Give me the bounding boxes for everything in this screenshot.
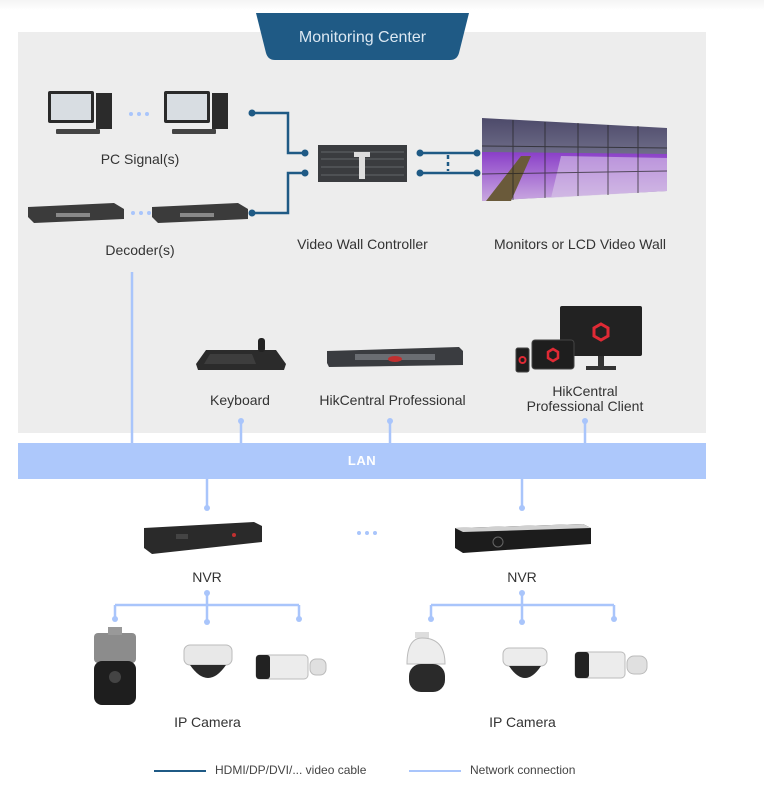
legend-network-label: Network connection bbox=[470, 763, 576, 777]
rack-server-icon bbox=[327, 347, 463, 367]
desktop-computer-icon bbox=[48, 91, 112, 134]
pc-signal-icons bbox=[48, 91, 228, 134]
top-fade bbox=[0, 0, 764, 10]
video-wall-icon bbox=[481, 118, 668, 201]
bullet-camera-icon bbox=[255, 654, 327, 680]
legend-video-cable-swatch bbox=[154, 770, 206, 772]
bullet-camera-icon bbox=[574, 651, 648, 679]
monitoring-center-title: Monitoring Center bbox=[298, 29, 427, 46]
decoder-icons bbox=[28, 203, 248, 223]
dome-camera-icon bbox=[183, 644, 233, 678]
video-cable-dots bbox=[248, 109, 481, 217]
ellipsis-dots bbox=[129, 112, 377, 535]
cameras-left-label: IP Camera bbox=[174, 714, 241, 730]
pc-to-controller-cable bbox=[252, 111, 305, 155]
decoder-to-controller-cable bbox=[252, 171, 305, 215]
cameras-right-label: IP Camera bbox=[489, 714, 556, 730]
network-dots bbox=[112, 418, 617, 625]
speed-dome-camera-icon bbox=[406, 632, 446, 692]
camera-group-left bbox=[94, 627, 327, 705]
camera-group-right bbox=[406, 632, 648, 692]
nvr-left-camera-tree bbox=[113, 593, 301, 622]
hikcentral-client-label-line1: HikCentral bbox=[552, 383, 618, 399]
nvr-right-camera-tree bbox=[429, 593, 616, 622]
hikcentral-client-label: HikCentral Professional Client bbox=[505, 384, 665, 414]
legend: HDMI/DP/DVI/... video cable Network conn… bbox=[154, 763, 614, 779]
hikcentral-server-label: HikCentral Professional bbox=[319, 392, 466, 408]
nvr-left-label: NVR bbox=[192, 569, 222, 585]
decoders-label: Decoder(s) bbox=[105, 242, 175, 258]
pc-signals-label: PC Signal(s) bbox=[100, 151, 180, 167]
lan-label: LAN bbox=[347, 453, 377, 468]
joystick-keyboard-icon bbox=[196, 338, 286, 370]
hikcentral-client-label-line2: Professional Client bbox=[526, 398, 644, 414]
video-wall-controller-label: Video Wall Controller bbox=[297, 236, 428, 252]
ptz-camera-icon bbox=[94, 627, 136, 705]
video-wall-controller-icon bbox=[318, 145, 407, 182]
legend-video-cable-label: HDMI/DP/DVI/... video cable bbox=[215, 763, 367, 777]
lan-bar bbox=[18, 443, 706, 479]
keyboard-label: Keyboard bbox=[210, 392, 270, 408]
dome-camera-icon bbox=[502, 647, 548, 678]
decoder-icon bbox=[28, 203, 124, 223]
nvr-right-icon bbox=[455, 524, 591, 553]
decoder-icon bbox=[152, 203, 248, 223]
video-wall-label: Monitors or LCD Video Wall bbox=[494, 236, 666, 252]
monitoring-center-tab bbox=[256, 13, 469, 60]
nvr-left-icon bbox=[144, 522, 262, 554]
nvr-right-label: NVR bbox=[507, 569, 537, 585]
legend-network-swatch bbox=[409, 770, 461, 772]
client-devices-icon bbox=[515, 306, 642, 373]
video-cables bbox=[252, 111, 477, 215]
desktop-computer-icon bbox=[164, 91, 228, 134]
